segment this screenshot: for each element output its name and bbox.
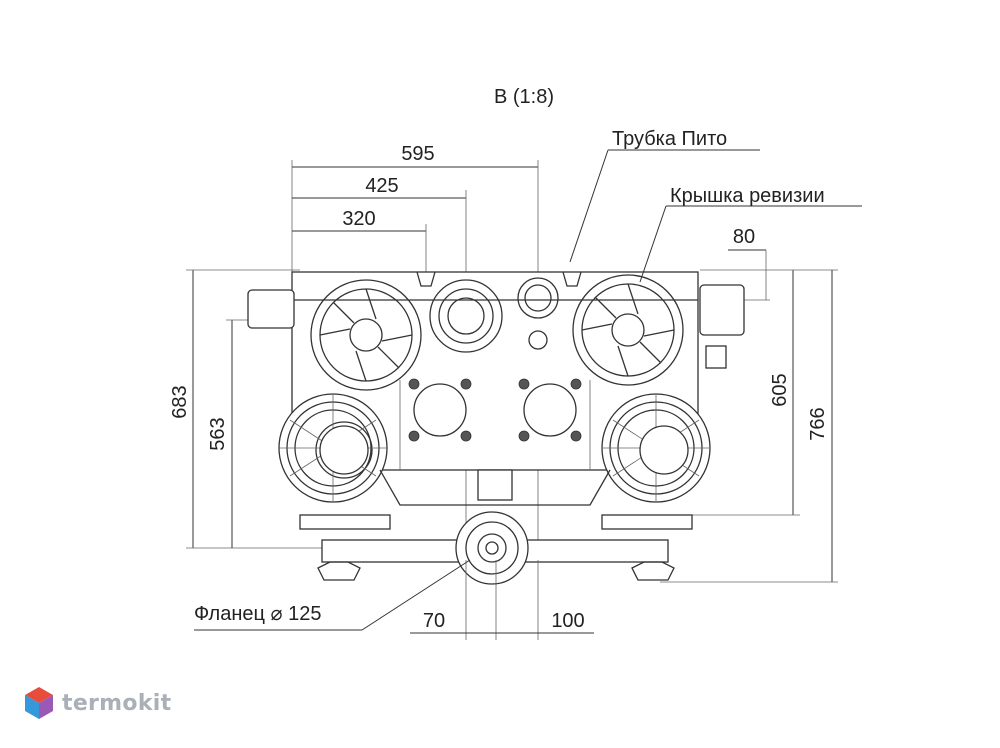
flange-label: Фланец ⌀ 125 [194, 603, 321, 625]
center-top-pipe [429, 279, 503, 353]
inspection-cover-label: Крышка ревизии [670, 185, 825, 207]
dimension-766-label: 766 [807, 407, 829, 440]
pitot-fitting [517, 277, 559, 350]
dimension-766: 766 [660, 270, 838, 583]
view-title: B (1:8) [494, 86, 554, 108]
termokit-logo-icon [25, 687, 53, 719]
left-blower [278, 393, 388, 503]
left-fan [310, 279, 422, 391]
dimension-70-label: 70 [423, 610, 445, 632]
dimension-605: 605 [690, 269, 838, 516]
pitot-leader [569, 149, 760, 263]
dimension-70-100: 70 100 [410, 560, 594, 640]
dimension-320-label: 320 [342, 208, 375, 230]
watermark-logo: termokit [24, 686, 171, 720]
flange-leader [194, 559, 471, 631]
dimension-595-label: 595 [401, 143, 434, 165]
bottom-flange [455, 511, 529, 585]
dimension-320: 320 [292, 208, 427, 272]
right-fan [572, 274, 684, 386]
dimension-605-label: 605 [769, 373, 791, 406]
watermark-text: termokit [62, 690, 172, 716]
right-blower [601, 393, 711, 503]
cover-leader [639, 205, 862, 283]
middle-left-flange [408, 378, 472, 442]
middle-right-flange [518, 378, 582, 442]
dimension-563-label: 563 [207, 417, 229, 450]
dimension-80: 80 [728, 226, 770, 301]
dimension-80-label: 80 [733, 226, 755, 248]
pitot-tube-label: Трубка Пито [612, 128, 727, 150]
dimension-100-label: 100 [551, 610, 584, 632]
dimension-425-label: 425 [365, 175, 398, 197]
dimension-683-label: 683 [169, 385, 191, 418]
